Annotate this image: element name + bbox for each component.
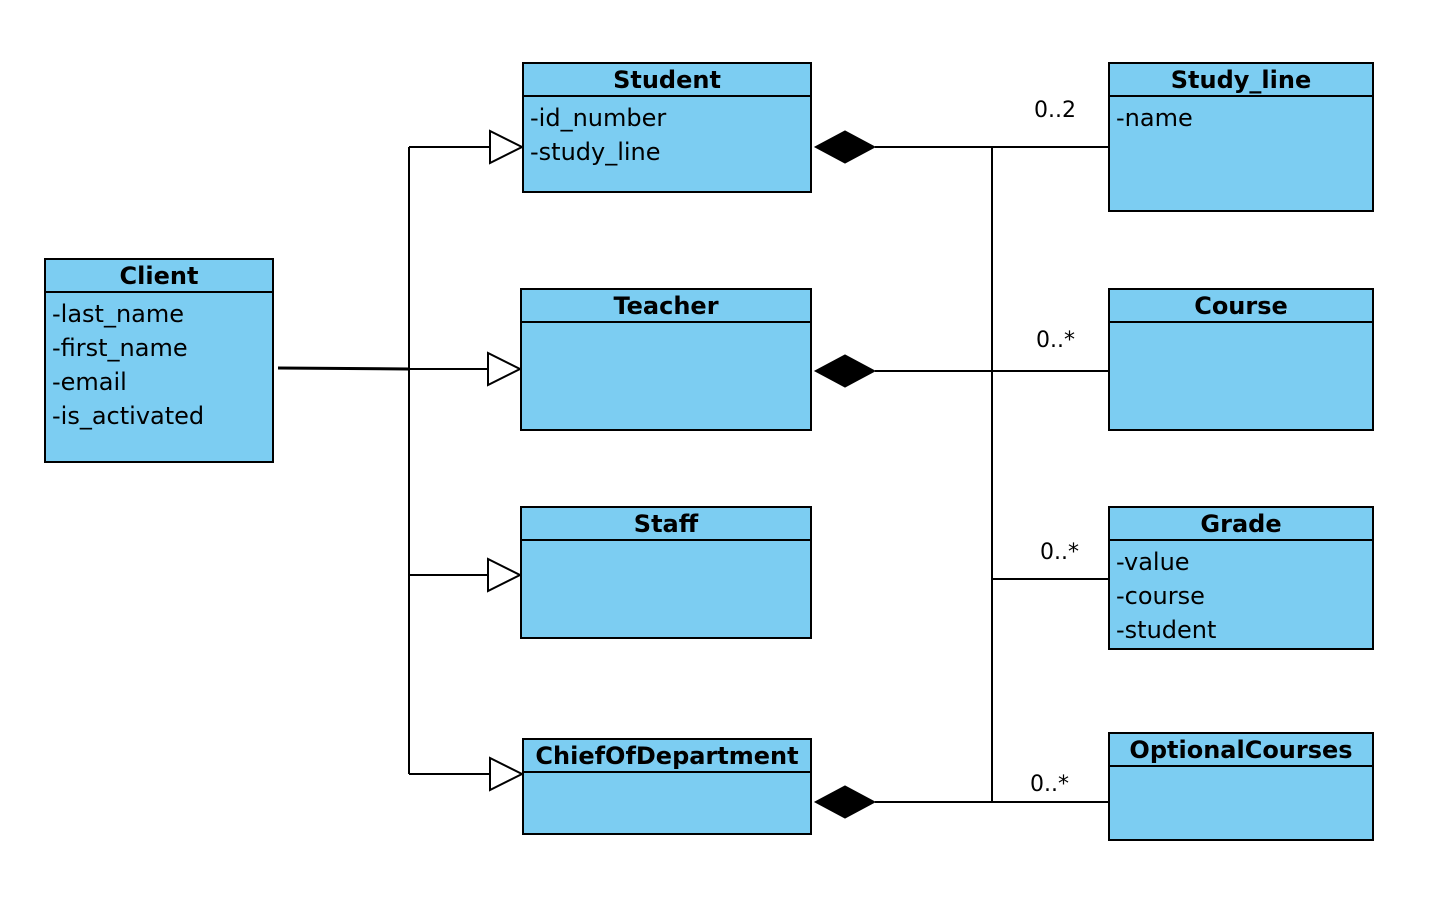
multiplicity-study-line: 0..2 <box>1034 98 1076 123</box>
class-study-line-name: Study_line <box>1110 64 1372 97</box>
generalization-arrow-staff <box>487 557 523 593</box>
attribute: -last_name <box>52 300 185 328</box>
class-study-line[interactable]: Study_line -name <box>1108 62 1374 212</box>
class-student-attributes: -id_number -study_line <box>524 97 810 169</box>
multiplicity-grade: 0..* <box>1040 540 1079 565</box>
class-grade[interactable]: Grade -value -course -student <box>1108 506 1374 650</box>
generalization-arrow-chief <box>489 756 525 792</box>
class-teacher[interactable]: Teacher <box>520 288 812 431</box>
composition-diamond-student <box>813 130 877 164</box>
attribute: -is_activated <box>52 402 205 430</box>
client-connector <box>277 366 410 371</box>
class-optional-courses[interactable]: OptionalCourses <box>1108 732 1374 841</box>
class-staff-name: Staff <box>522 508 810 541</box>
attribute: -email <box>52 368 127 396</box>
attribute: -id_number <box>530 104 667 132</box>
class-course[interactable]: Course <box>1108 288 1374 431</box>
class-study-line-attributes: -name <box>1110 97 1372 135</box>
class-client-name: Client <box>46 260 272 293</box>
class-client-attributes: -last_name -first_name -email -is_activa… <box>46 293 272 433</box>
composition-diamond-chief <box>813 785 877 819</box>
attribute: -student <box>1116 616 1217 644</box>
class-client[interactable]: Client -last_name -first_name -email -is… <box>44 258 274 463</box>
class-chief-of-department-name: ChiefOfDepartment <box>524 740 810 773</box>
attribute: -course <box>1116 582 1205 610</box>
class-course-name: Course <box>1110 290 1372 323</box>
class-student[interactable]: Student -id_number -study_line <box>522 62 812 193</box>
class-staff[interactable]: Staff <box>520 506 812 639</box>
attribute: -value <box>1116 548 1190 576</box>
class-grade-name: Grade <box>1110 508 1372 541</box>
generalization-arrow-teacher <box>487 351 523 387</box>
class-chief-of-department[interactable]: ChiefOfDepartment <box>522 738 812 835</box>
attribute: -first_name <box>52 334 188 362</box>
attribute: -name <box>1116 104 1193 132</box>
class-student-name: Student <box>524 64 810 97</box>
multiplicity-course: 0..* <box>1036 328 1075 353</box>
attribute: -study_line <box>530 138 661 166</box>
class-grade-attributes: -value -course -student <box>1110 541 1372 647</box>
multiplicity-optional-courses: 0..* <box>1030 772 1069 797</box>
composition-diamond-teacher <box>813 354 877 388</box>
generalization-arrow-student <box>489 129 525 165</box>
class-teacher-name: Teacher <box>522 290 810 323</box>
class-optional-courses-name: OptionalCourses <box>1110 734 1372 767</box>
